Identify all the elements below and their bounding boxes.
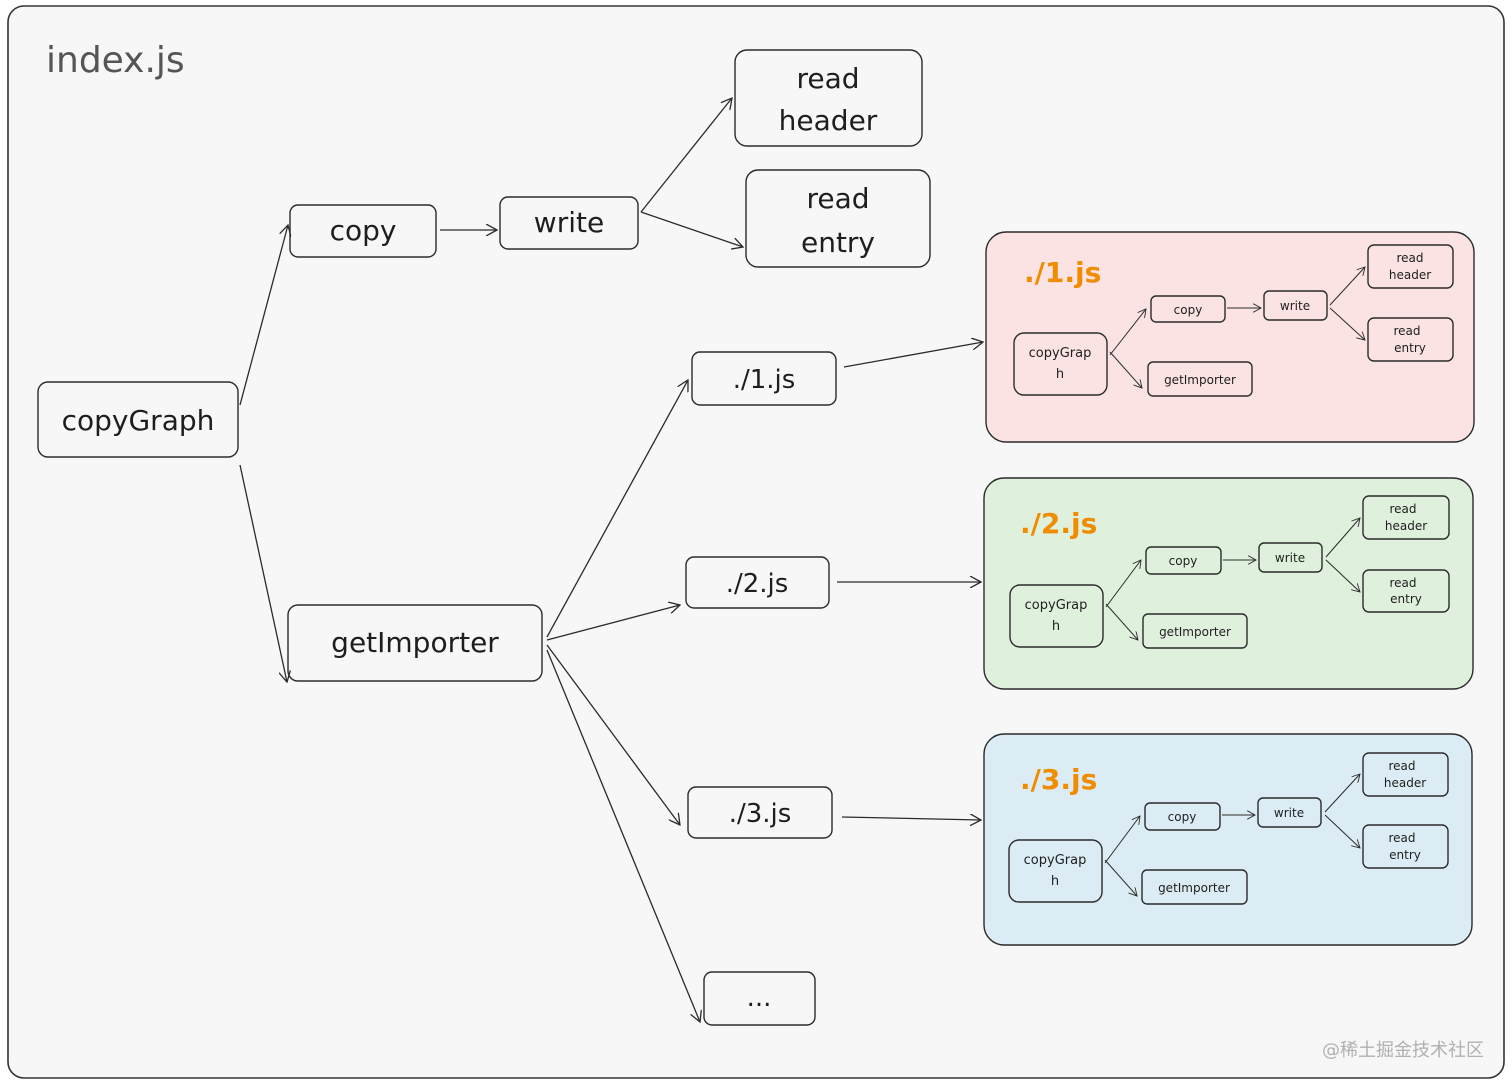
module-1js: ./1.js copyGrap h copy write getImporter… xyxy=(985,231,1475,443)
node-read-entry: read entry xyxy=(745,169,931,268)
module-1js-copygraph-line2: h xyxy=(1056,367,1064,382)
node-getimporter: getImporter xyxy=(287,604,543,682)
module-1js-readentry-line2: entry xyxy=(1394,341,1426,355)
node-more-label: ... xyxy=(747,983,772,1013)
node-read-header: read header xyxy=(734,49,923,147)
node-2js-label: ./2.js xyxy=(726,569,789,599)
page-title: index.js xyxy=(46,40,185,81)
module-1js-getimporter: getImporter xyxy=(1164,373,1236,387)
module-2js-readheader-line2: header xyxy=(1385,519,1427,533)
module-1js-copy: copy xyxy=(1174,303,1203,317)
node-copygraph: copyGraph xyxy=(37,381,239,458)
arrow-getimporter-3js xyxy=(546,644,680,825)
arrow-getimporter-1js xyxy=(546,380,688,638)
arrow-getimporter-more xyxy=(546,649,700,1022)
module-3js-title: ./3.js xyxy=(1020,763,1097,796)
module-3js-copy: copy xyxy=(1168,810,1197,824)
node-1js-label: ./1.js xyxy=(733,365,796,395)
node-read-entry-line2: entry xyxy=(801,226,875,259)
node-read-header-line1: read xyxy=(796,62,859,95)
module-2js-getimporter: getImporter xyxy=(1159,625,1231,639)
module-1js-readheader-line2: header xyxy=(1389,268,1431,282)
module-2js-copy: copy xyxy=(1169,554,1198,568)
arrow-write-readentry xyxy=(640,211,743,247)
node-1js: ./1.js xyxy=(691,351,837,406)
node-2js: ./2.js xyxy=(685,556,830,609)
module-2js-readheader-line1: read xyxy=(1389,502,1416,516)
node-read-header-line2: header xyxy=(779,104,878,137)
module-2js: ./2.js copyGrap h copy write getImporter… xyxy=(983,477,1474,690)
node-3js: ./3.js xyxy=(687,786,833,839)
node-copy: copy xyxy=(289,204,437,258)
module-2js-readentry-line2: entry xyxy=(1390,592,1422,606)
module-3js-panel xyxy=(983,733,1473,946)
arrow-copygraph-getimporter xyxy=(239,464,287,682)
module-2js-title: ./2.js xyxy=(1020,507,1097,540)
node-write-label: write xyxy=(534,206,604,239)
module-1js-readheader-line1: read xyxy=(1396,251,1423,265)
module-3js-write: write xyxy=(1274,806,1304,820)
module-3js-readentry-line1: read xyxy=(1388,831,1415,845)
module-1js-copygraph-line1: copyGrap xyxy=(1029,346,1092,361)
module-3js: ./3.js copyGrap h copy write getImporter… xyxy=(983,733,1473,946)
module-2js-copygraph-line1: copyGrap xyxy=(1025,598,1088,613)
module-2js-panel xyxy=(983,477,1474,690)
node-getimporter-label: getImporter xyxy=(331,626,499,659)
module-1js-write: write xyxy=(1280,299,1310,313)
arrow-3js-module3 xyxy=(841,817,981,820)
module-3js-readheader-line2: header xyxy=(1384,776,1426,790)
arrow-getimporter-2js xyxy=(546,605,680,641)
module-3js-readentry-line2: entry xyxy=(1389,848,1421,862)
module-3js-readheader-line1: read xyxy=(1388,759,1415,773)
module-3js-copygraph-line2: h xyxy=(1051,874,1059,889)
module-1js-panel xyxy=(985,231,1475,443)
module-2js-copygraph-line2: h xyxy=(1052,619,1060,634)
arrow-copygraph-copy xyxy=(239,225,288,406)
module-2js-write: write xyxy=(1275,551,1305,565)
module-1js-readentry-line1: read xyxy=(1393,324,1420,338)
node-copy-label: copy xyxy=(330,214,397,247)
node-3js-label: ./3.js xyxy=(729,799,792,829)
module-2js-readentry-line1: read xyxy=(1389,576,1416,590)
arrow-1js-module1 xyxy=(843,342,983,368)
watermark: @稀土掘金技术社区 xyxy=(1322,1040,1484,1061)
node-write: write xyxy=(499,196,639,250)
node-more: ... xyxy=(703,971,816,1026)
node-read-entry-line1: read xyxy=(806,182,869,215)
main-arrows xyxy=(239,98,983,1022)
node-copygraph-label: copyGraph xyxy=(62,404,215,437)
module-3js-getimporter: getImporter xyxy=(1158,881,1230,895)
arrow-write-readheader xyxy=(640,98,732,213)
module-1js-title: ./1.js xyxy=(1024,256,1101,289)
module-3js-copygraph-line1: copyGrap xyxy=(1024,853,1087,868)
